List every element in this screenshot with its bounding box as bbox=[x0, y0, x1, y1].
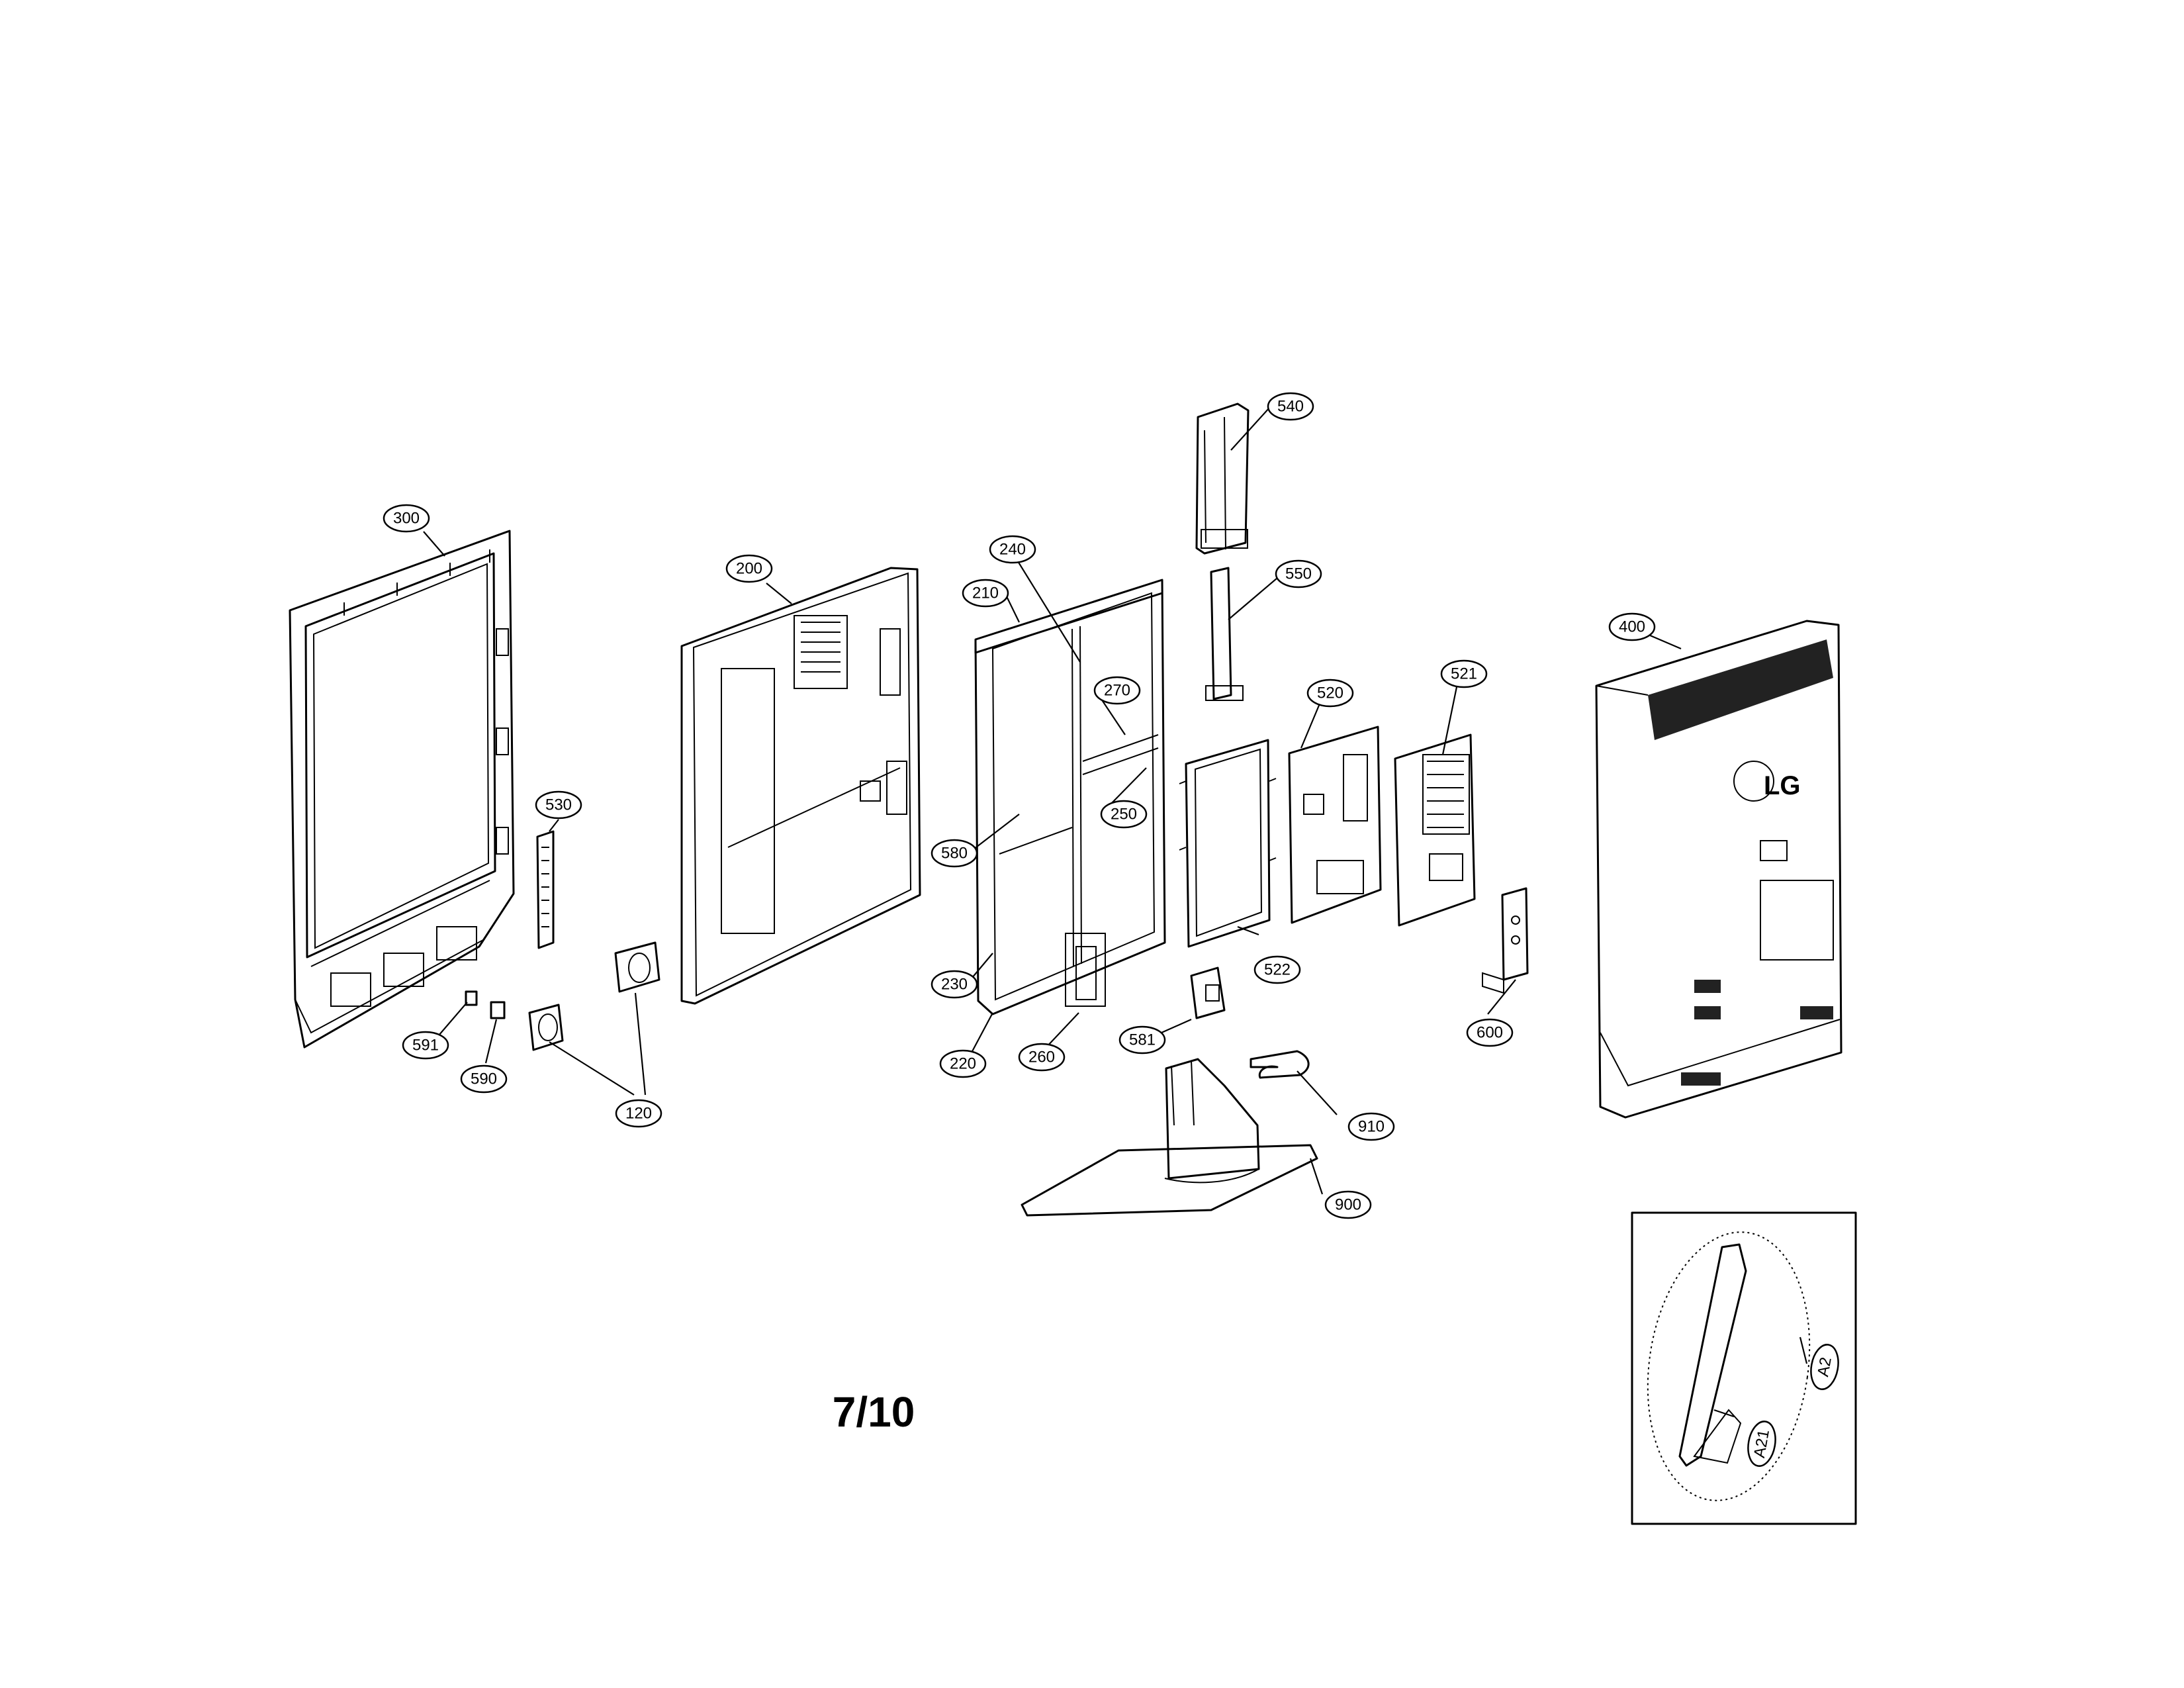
svg-text:A2: A2 bbox=[1814, 1356, 1835, 1378]
svg-text:600: 600 bbox=[1477, 1024, 1503, 1042]
svg-text:910: 910 bbox=[1358, 1118, 1385, 1136]
svg-text:250: 250 bbox=[1111, 806, 1137, 823]
callout-270: 270 bbox=[1093, 676, 1141, 705]
svg-text:260: 260 bbox=[1028, 1049, 1055, 1066]
callout-A2: A2 bbox=[1810, 1344, 1839, 1390]
callout-550: 550 bbox=[1275, 559, 1322, 588]
callout-230: 230 bbox=[931, 970, 978, 999]
part-520-main-board bbox=[1288, 726, 1382, 924]
callout-220: 220 bbox=[939, 1049, 987, 1078]
part-300-front-bezel bbox=[289, 530, 515, 1049]
part-200-lcd-module bbox=[680, 567, 921, 1005]
svg-text:200: 200 bbox=[736, 560, 762, 578]
svg-text:120: 120 bbox=[625, 1105, 652, 1123]
part-600-side-bracket bbox=[1482, 887, 1529, 994]
page-number: 7/10 bbox=[833, 1388, 915, 1436]
part-900-stand-base bbox=[1021, 1058, 1318, 1217]
part-581-hinge bbox=[1190, 966, 1226, 1019]
part-120-speaker-upper bbox=[614, 941, 660, 993]
svg-text:210: 210 bbox=[972, 585, 999, 602]
callout-581: 581 bbox=[1118, 1025, 1166, 1055]
callout-900: 900 bbox=[1324, 1190, 1372, 1219]
callout-240: 240 bbox=[989, 535, 1036, 564]
callout-A21: A21 bbox=[1747, 1421, 1776, 1467]
callout-400: 400 bbox=[1608, 612, 1656, 641]
callout-590: 590 bbox=[460, 1064, 508, 1094]
part-400-back-cover: LG bbox=[1595, 620, 1843, 1119]
part-540-top-bracket bbox=[1195, 402, 1250, 555]
callout-120: 120 bbox=[615, 1099, 662, 1128]
part-590-small-board bbox=[490, 1001, 506, 1019]
svg-text:521: 521 bbox=[1451, 665, 1477, 683]
callout-910: 910 bbox=[1347, 1112, 1395, 1141]
leader-lines bbox=[423, 407, 1808, 1418]
svg-text:581: 581 bbox=[1129, 1031, 1156, 1049]
callout-522: 522 bbox=[1253, 955, 1301, 984]
callout-580: 580 bbox=[931, 839, 978, 868]
part-210-main-frame bbox=[974, 579, 1166, 1015]
callout-591: 591 bbox=[402, 1031, 449, 1060]
svg-text:400: 400 bbox=[1619, 618, 1645, 636]
part-522-shield-plate bbox=[1179, 739, 1277, 948]
callout-260: 260 bbox=[1018, 1043, 1066, 1072]
svg-text:900: 900 bbox=[1335, 1196, 1361, 1214]
part-530-key-strip bbox=[536, 830, 555, 949]
svg-text:580: 580 bbox=[941, 845, 968, 863]
part-521-shield-cover bbox=[1394, 733, 1476, 927]
callout-210: 210 bbox=[962, 579, 1009, 608]
svg-text:240: 240 bbox=[999, 541, 1026, 559]
callout-530: 530 bbox=[535, 790, 582, 820]
callout-250: 250 bbox=[1100, 800, 1148, 829]
svg-text:520: 520 bbox=[1317, 684, 1343, 702]
lg-logo-text: LG bbox=[1764, 771, 1801, 800]
svg-text:270: 270 bbox=[1104, 682, 1130, 700]
inset-detail-box bbox=[1631, 1211, 1857, 1525]
callout-300: 300 bbox=[383, 504, 430, 533]
svg-text:522: 522 bbox=[1264, 961, 1291, 979]
svg-text:550: 550 bbox=[1285, 565, 1312, 583]
callout-520: 520 bbox=[1306, 679, 1354, 708]
callout-540: 540 bbox=[1267, 392, 1314, 421]
svg-text:540: 540 bbox=[1277, 398, 1304, 416]
callout-521: 521 bbox=[1440, 659, 1488, 688]
part-550-strip bbox=[1205, 567, 1244, 701]
svg-text:220: 220 bbox=[950, 1055, 976, 1073]
callout-600: 600 bbox=[1466, 1018, 1514, 1047]
svg-text:530: 530 bbox=[545, 796, 572, 814]
svg-text:590: 590 bbox=[471, 1070, 497, 1088]
part-591-small-clip bbox=[465, 990, 478, 1006]
part-120-speaker-lower bbox=[528, 1004, 564, 1051]
svg-text:230: 230 bbox=[941, 976, 968, 994]
callout-200: 200 bbox=[725, 554, 773, 583]
svg-text:591: 591 bbox=[412, 1037, 439, 1055]
svg-text:300: 300 bbox=[393, 510, 420, 528]
part-910-stand-cover bbox=[1250, 1050, 1310, 1079]
